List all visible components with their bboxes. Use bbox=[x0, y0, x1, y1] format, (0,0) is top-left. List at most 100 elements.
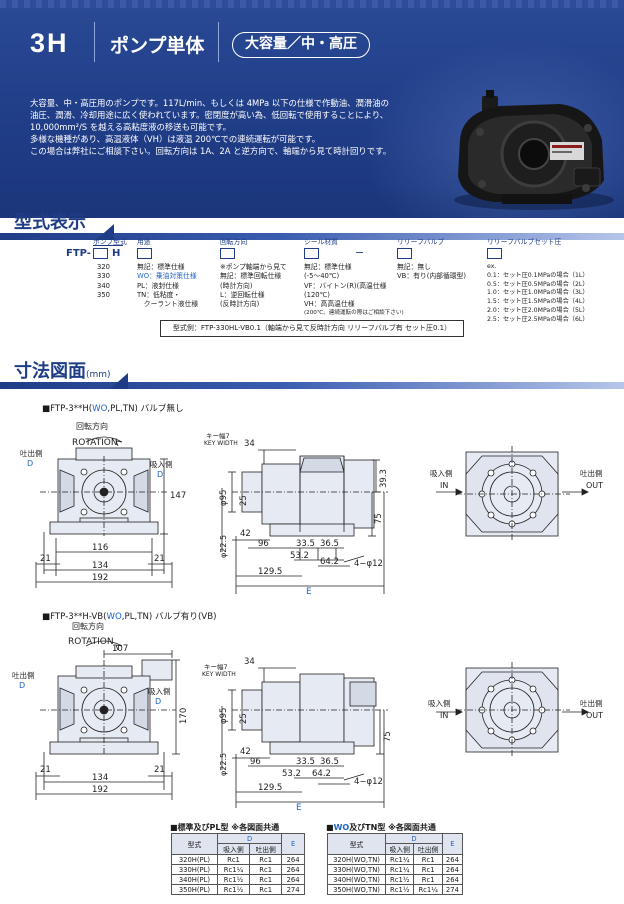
dim-text: φ22.5 bbox=[219, 753, 228, 776]
keywidth-label: KEY WIDTH bbox=[204, 440, 238, 447]
table-row: 350H(PL) Rc1½ Rc1 274 bbox=[171, 884, 305, 895]
heading-underline bbox=[0, 233, 624, 240]
code-box bbox=[220, 248, 235, 259]
table-cell: 264 bbox=[441, 864, 464, 875]
option-line: 2.5：セット圧2.5MPaの場合（6L） bbox=[487, 315, 589, 323]
table-cell: 264 bbox=[441, 874, 464, 885]
section-title: 型式表示 bbox=[14, 212, 86, 233]
option-line: 無記：無し bbox=[397, 263, 431, 271]
table-cell: 320H(WO,TN) bbox=[326, 854, 387, 865]
code-box bbox=[397, 248, 412, 259]
table-cell: 330H(PL) bbox=[171, 864, 218, 875]
code-box bbox=[304, 248, 319, 259]
table-header: 吸入側 bbox=[385, 843, 415, 855]
table-row: 330H(PL) Rc1¼ Rc1 264 bbox=[171, 864, 305, 875]
option-line: (反時計方向) bbox=[220, 300, 260, 309]
dim-text: 33.5 bbox=[296, 539, 315, 549]
usage-list: 無記：標準仕様 WO：乗油対策仕様 PL：液封仕様 TN：低粘度・ クーラント液… bbox=[137, 263, 198, 309]
port-d-label: D bbox=[19, 681, 25, 690]
option-line: クーラント液仕様 bbox=[137, 300, 199, 309]
dim-text: 4−φ12 bbox=[354, 777, 383, 787]
drawing-with-valve: 回転方向 ROTATION 107 吐出側 D 吸入側 D 170 134 19… bbox=[12, 621, 603, 810]
intro-line: 大容量、中・高圧用のポンプです。117L/min、もしくは 4MPa 以下の仕様… bbox=[30, 98, 389, 108]
table-header: 吸入側 bbox=[216, 843, 251, 855]
drawing-no-valve: 回転方向 ROTATION 吐出側 D 吸入側 D 147 116 134 19… bbox=[20, 421, 603, 597]
table-header: 吐出側 bbox=[249, 843, 283, 855]
option-line: (200℃、連続運転の際はご相談下さい) bbox=[304, 310, 404, 317]
dim-text: 21 bbox=[40, 765, 51, 775]
dim-text: 75 bbox=[383, 731, 393, 742]
table-cell: 274 bbox=[441, 884, 464, 895]
table-header: D bbox=[216, 833, 283, 844]
dim-text: 53.2 bbox=[282, 769, 301, 779]
table-row: 320H(PL) Rc1 Rc1 264 bbox=[171, 854, 305, 865]
column-header: リリーフバルブ bbox=[397, 238, 445, 246]
table-caption: ■標準及びPL型 ※各図面共通 bbox=[170, 823, 280, 832]
seal-list: 無記：標準仕様 (-5〜40℃) VF：バイトン(R)(高温仕様 (120℃) … bbox=[304, 263, 404, 319]
table-header: E bbox=[441, 833, 464, 855]
relief-valve-list: 無記：無し VB：有り(内部循環型) bbox=[397, 263, 466, 282]
dim-text: 42 bbox=[240, 529, 251, 539]
pump-model-list: 320 330 340 350 bbox=[97, 263, 110, 300]
table-cell: 264 bbox=[281, 874, 305, 885]
table-cell: 320H(PL) bbox=[171, 854, 218, 865]
out-label: 吐出側 bbox=[580, 698, 603, 708]
banner-top-strip bbox=[0, 0, 624, 8]
intro-line: 多様な機種があり、高温液体（VH）は液温 200℃での連続運転が可能です。 bbox=[30, 134, 321, 144]
dim-text: 64.2 bbox=[320, 557, 339, 567]
code-leader bbox=[93, 245, 123, 246]
rotation-ja: 回転方向 bbox=[72, 621, 104, 631]
discharge-label: 吐出側 bbox=[20, 448, 43, 458]
pump-photo bbox=[454, 90, 614, 210]
table-cell: Rc1 bbox=[413, 864, 443, 875]
option-line: (-5〜40℃) bbox=[304, 272, 340, 281]
discharge-label: 吐出側 bbox=[12, 670, 35, 680]
table-row: 330H(WO,TN) Rc1¼ Rc1 264 bbox=[326, 864, 464, 875]
table-cell: Rc1¼ bbox=[385, 864, 415, 875]
option-line: 320 bbox=[97, 263, 110, 271]
option-line: 330 bbox=[97, 272, 110, 281]
table-header: E bbox=[281, 833, 305, 855]
in-label: 吸入側 bbox=[428, 698, 451, 708]
table-cell: Rc1 bbox=[413, 874, 443, 885]
dim-text: 96 bbox=[250, 757, 261, 767]
suction-label: 吸入側 bbox=[150, 459, 173, 469]
table-cell: Rc1 bbox=[413, 854, 443, 865]
option-line: 340 bbox=[97, 281, 110, 290]
dim-text: 21 bbox=[154, 554, 165, 564]
table-header: D bbox=[385, 833, 443, 844]
option-line: TN：低粘度・ bbox=[137, 290, 181, 299]
column-header: ポンプ型式 bbox=[93, 238, 127, 246]
column-header: リリーフバルブセット圧 bbox=[487, 238, 562, 246]
table-cell: 264 bbox=[281, 864, 305, 875]
page-title: ポンプ単体 bbox=[110, 35, 205, 57]
dim-text: 36.5 bbox=[320, 539, 339, 549]
rotation-list: ※ポンプ軸端から見て 無記：標準回転仕様 (時計方向) L：逆回転仕様 (反時計… bbox=[220, 263, 287, 309]
code-box bbox=[487, 248, 502, 259]
spec-table-wo-tn: 型式 D E 吸入側 吐出側 320H(WO,TN) Rc1¼ Rc1 264 … bbox=[326, 833, 464, 895]
table-cell: 274 bbox=[281, 884, 305, 895]
table-cell: Rc1 bbox=[216, 854, 251, 865]
in-label-en: IN bbox=[440, 481, 448, 490]
drawing-caption: ■FTP-3**H(WO,PL,TN) バルブ無し bbox=[42, 404, 184, 414]
option-line: 1.0：セット圧1.0MPaの場合（3L） bbox=[487, 289, 589, 297]
dim-text: 129.5 bbox=[258, 567, 282, 577]
table-cell: 264 bbox=[441, 854, 464, 865]
dim-e-label: E bbox=[306, 587, 312, 597]
dim-text: 134 bbox=[92, 773, 108, 783]
table-caption: ■WO及びTN型 ※各図面共通 bbox=[326, 823, 436, 832]
dim-text: 42 bbox=[240, 747, 251, 757]
column-header: シール材質 bbox=[304, 238, 338, 246]
heading-accent bbox=[96, 224, 114, 240]
in-label-en: IN bbox=[440, 711, 448, 720]
table-cell: Rc1 bbox=[249, 874, 283, 885]
option-line: 無記：標準仕様 bbox=[137, 263, 185, 271]
column-header: 用途 bbox=[137, 238, 151, 246]
rotation-en: ROTATION bbox=[72, 438, 118, 448]
option-line: 0.5：セット圧0.5MPaの場合（2L） bbox=[487, 280, 589, 288]
out-label-en: OUT bbox=[586, 711, 603, 720]
table-cell: Rc1 bbox=[249, 864, 283, 875]
option-line: PL：液封仕様 bbox=[137, 281, 179, 290]
section-title: 寸法図面(mm) bbox=[14, 361, 111, 382]
dim-text: 39.3 bbox=[379, 469, 389, 488]
